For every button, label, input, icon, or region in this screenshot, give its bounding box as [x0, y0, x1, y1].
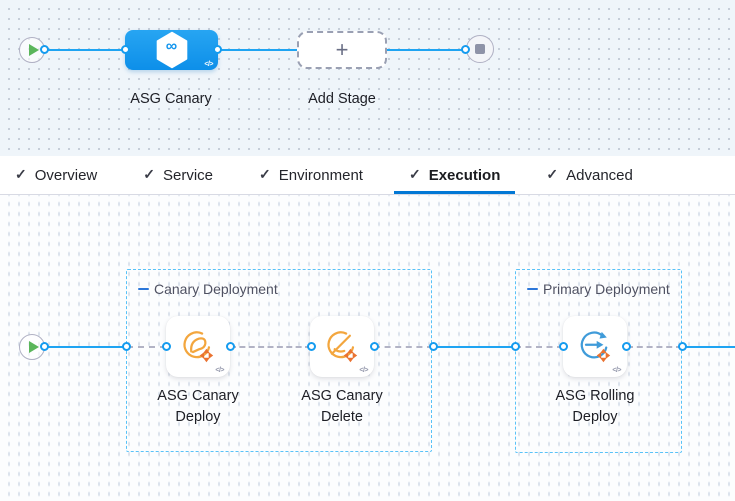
- connection-point[interactable]: [307, 342, 316, 351]
- execution-canvas: Canary Deployment Primary Deployment </>: [0, 195, 735, 501]
- connection-point[interactable]: [559, 342, 568, 351]
- pipeline-link: [387, 49, 463, 51]
- pipeline-link: [218, 49, 297, 51]
- group-label[interactable]: Canary Deployment: [138, 281, 278, 297]
- connection-point[interactable]: [678, 342, 687, 351]
- dashed-link: [127, 346, 166, 348]
- tab-advanced[interactable]: ✓ Advanced: [531, 156, 647, 194]
- code-icon[interactable]: </>: [612, 367, 621, 374]
- connection-point[interactable]: [226, 342, 235, 351]
- tab-execution[interactable]: ✓ Execution: [393, 156, 516, 194]
- step-label: ASG Canary Delete: [301, 388, 383, 425]
- check-icon: ✓: [143, 165, 155, 182]
- plus-icon: +: [335, 37, 349, 62]
- asg-rolling-deploy-icon: [580, 330, 611, 362]
- tab-label: Overview: [34, 166, 98, 184]
- play-icon: [28, 341, 39, 353]
- connection-point[interactable]: [622, 342, 631, 351]
- step-label: ASG Canary Deploy: [157, 388, 239, 425]
- infinity-icon: ∞: [165, 38, 178, 55]
- group-label[interactable]: Primary Deployment: [527, 281, 670, 297]
- code-icon[interactable]: </>: [359, 367, 368, 374]
- stage-label: ASG Canary: [130, 91, 212, 107]
- tab-label: Execution: [428, 166, 501, 184]
- connection-point[interactable]: [40, 342, 49, 351]
- code-icon[interactable]: </>: [204, 61, 213, 68]
- connection-point[interactable]: [511, 342, 520, 351]
- connection-point[interactable]: [370, 342, 379, 351]
- dashed-link: [627, 346, 682, 348]
- stage-pipeline-canvas: ∞ </> + ASG Canary Add Stage: [0, 0, 735, 156]
- group-canary-deployment[interactable]: Canary Deployment: [126, 269, 432, 452]
- connection-point[interactable]: [461, 45, 470, 54]
- dashed-link: [374, 346, 433, 348]
- add-stage-label: Add Stage: [308, 91, 376, 107]
- pipeline-link: [45, 49, 126, 51]
- cd-module-hexagon-icon: ∞: [155, 31, 189, 69]
- dashed-link: [515, 346, 563, 348]
- check-icon: ✓: [546, 165, 559, 182]
- tab-overview[interactable]: ✓ Overview: [0, 156, 112, 194]
- step-asg-canary-delete[interactable]: </>: [310, 316, 374, 377]
- asg-canary-delete-icon: [327, 330, 358, 362]
- pipeline-link: [45, 346, 126, 348]
- stage-config-tabbar: ✓ Overview ✓ Service ✓ Environment ✓ Exe…: [0, 156, 735, 195]
- connection-point[interactable]: [429, 342, 438, 351]
- group-primary-deployment[interactable]: Primary Deployment: [515, 269, 682, 453]
- check-icon: ✓: [15, 165, 27, 182]
- group-dash-icon: [138, 287, 149, 291]
- step-asg-canary-deploy[interactable]: </>: [166, 316, 230, 377]
- check-icon: ✓: [259, 165, 271, 182]
- tab-label: Advanced: [566, 166, 633, 184]
- tab-label: Service: [162, 166, 214, 184]
- connection-point[interactable]: [162, 342, 171, 351]
- step-label: ASG Rolling Deploy: [555, 388, 635, 425]
- add-stage-button[interactable]: +: [297, 31, 387, 69]
- group-dash-icon: [527, 287, 538, 291]
- connection-point[interactable]: [40, 45, 49, 54]
- code-icon[interactable]: </>: [215, 367, 224, 374]
- tab-environment[interactable]: ✓ Environment: [244, 156, 378, 194]
- pipeline-link: [433, 346, 515, 348]
- connection-point[interactable]: [121, 45, 130, 54]
- play-icon: [28, 44, 39, 56]
- pipeline-end-node[interactable]: [466, 35, 494, 63]
- stage-node-asg-canary[interactable]: ∞ </>: [125, 30, 218, 70]
- step-asg-rolling-deploy[interactable]: </>: [563, 316, 627, 377]
- tab-service[interactable]: ✓ Service: [128, 156, 228, 194]
- pipeline-link: [682, 346, 735, 348]
- check-icon: ✓: [408, 165, 421, 182]
- tab-label: Environment: [278, 166, 363, 184]
- stop-icon: [475, 44, 485, 54]
- connection-point[interactable]: [122, 342, 131, 351]
- connection-point[interactable]: [213, 45, 222, 54]
- dashed-link: [230, 346, 311, 348]
- asg-canary-deploy-icon: [183, 330, 214, 362]
